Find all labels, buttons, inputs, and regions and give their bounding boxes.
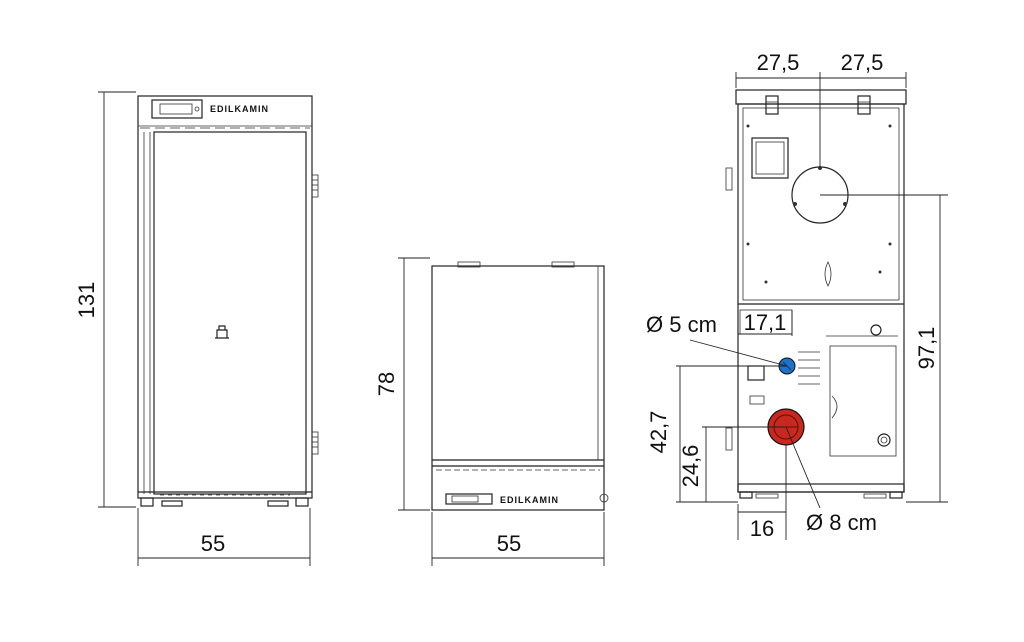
front-door [153,131,307,495]
outlet-diameter-callout: Ø 8 cm [785,426,877,535]
outlet-height-dimensions: 42,7 24,6 [646,365,787,503]
side-brand-label: EDILKAMIN [500,495,559,505]
rear-top-left-label: 27,5 [757,50,800,75]
side-height-dimension: 78 [374,257,430,511]
front-height-dimension: 131 [74,91,136,508]
flue-height-dimension: 97,1 [820,194,948,503]
access-panel [751,137,789,179]
rear-top-dimension: 27,5 27,5 [735,50,907,168]
outlet-diameter-label: Ø 8 cm [806,510,877,535]
outlet-side-label: 16 [750,516,774,541]
electrical-socket [747,365,765,381]
front-width-label: 55 [201,531,225,556]
outlet-side-dimension: 16 [737,445,787,541]
outlet-lower-height-label: 24,6 [678,445,703,488]
front-foot-left [140,497,154,507]
door-handle-icon [215,325,229,339]
rear-top-right-label: 27,5 [841,50,884,75]
front-width-dimension: 55 [137,508,311,566]
lower-hinge [311,431,319,455]
air-inlet-diameter-label: Ø 5 cm [646,312,717,337]
air-inlet-offset-label: 17,1 [744,310,787,335]
flue-height-label: 97,1 [914,327,939,370]
front-view: EDILKAMIN [137,95,319,507]
air-inlet-dimension: 17,1 Ø 5 cm [646,310,793,367]
front-height-label: 131 [74,282,99,319]
control-display [151,99,203,119]
side-height-label: 78 [374,372,399,396]
outlet-upper-height-label: 42,7 [646,411,671,454]
front-foot-right [295,497,309,507]
front-brand-label: EDILKAMIN [210,104,269,114]
side-width-label: 55 [497,531,521,556]
upper-hinge [311,174,319,198]
inspection-hole [824,261,832,287]
side-control-display [445,493,493,505]
side-view: EDILKAMIN [431,261,609,511]
fan-grill [798,351,820,385]
side-width-dimension: 55 [431,512,605,566]
rear-view [725,89,907,499]
